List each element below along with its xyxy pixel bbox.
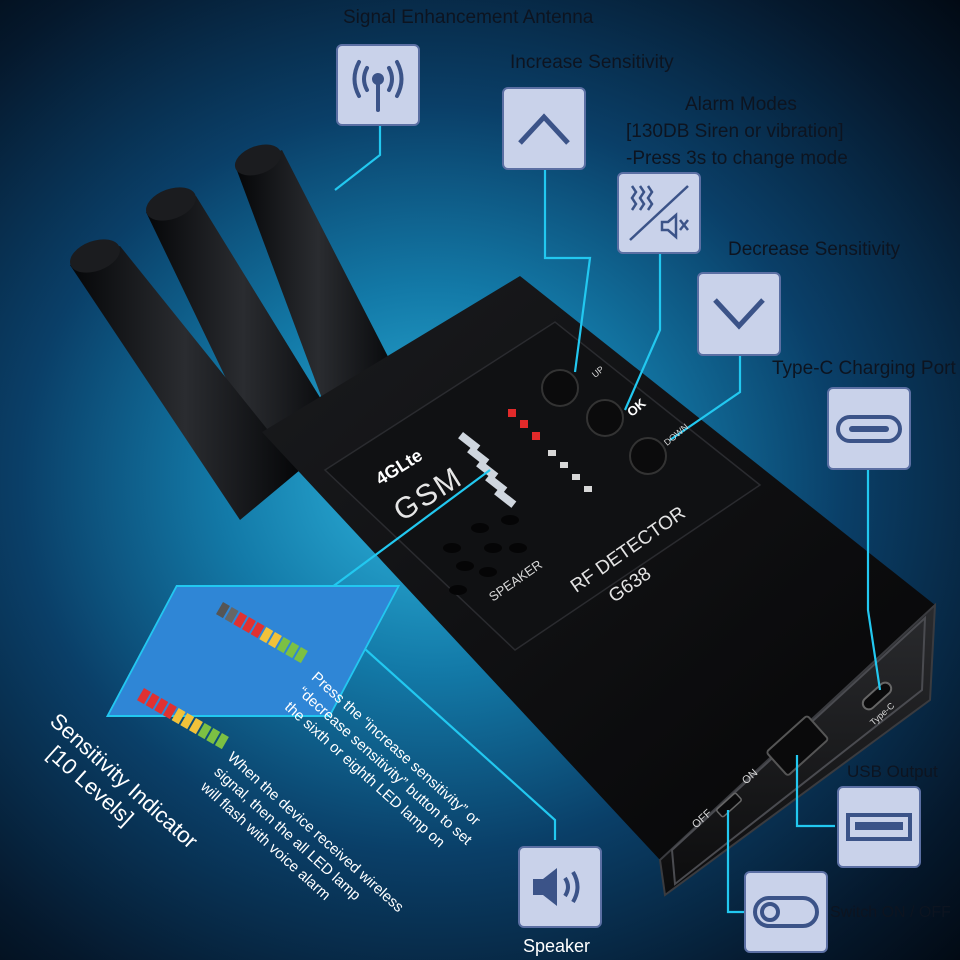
led-indicator-illustration — [137, 602, 308, 750]
chevron-down-icon — [709, 294, 769, 334]
device-ok-button — [586, 399, 624, 437]
alarm-icon-box — [617, 172, 701, 254]
device-down-button — [629, 437, 667, 475]
increase-sensitivity-label: Increase Sensitivity — [510, 52, 674, 73]
toggle-switch-icon — [753, 896, 819, 928]
antenna-icon-box — [336, 44, 420, 126]
vibration-mute-icon — [626, 182, 692, 244]
usb-icon-box — [837, 786, 921, 868]
device-power-switch — [716, 792, 742, 818]
typec-icon-box — [827, 387, 911, 470]
device-led-bars — [458, 409, 592, 508]
speaker-icon-box — [518, 846, 602, 928]
device-up-button — [541, 369, 579, 407]
type-c-port-icon — [835, 414, 903, 444]
speaker-icon — [529, 862, 591, 912]
alarm-modes-line3: -Press 3s to change mode — [626, 148, 848, 169]
chevron-up-icon — [514, 109, 574, 149]
decrease-sensitivity-label: Decrease Sensitivity — [728, 239, 901, 260]
switch-icon-box — [744, 871, 828, 953]
antenna-middle — [146, 187, 340, 470]
switch-label: Switch ON / OFF — [830, 904, 951, 921]
speaker-label: Speaker — [523, 936, 591, 956]
antenna-label: Signal Enhancement Antenna — [343, 7, 594, 28]
device-usb-port — [766, 715, 829, 776]
antenna-icon — [348, 55, 408, 115]
antenna-front — [70, 239, 300, 520]
antenna-back — [234, 144, 400, 420]
increase-icon-box — [502, 87, 586, 170]
usb-port-icon — [846, 813, 912, 841]
decrease-icon-box — [697, 272, 781, 356]
device-typec-port — [861, 681, 893, 711]
alarm-modes-line2: [130DB Siren or vibration] — [626, 121, 844, 142]
usb-output-label: USB Output — [847, 762, 938, 781]
device-speaker-grille — [443, 515, 527, 595]
typec-port-label: Type-C Charging Port — [772, 358, 956, 379]
alarm-modes-title: Alarm Modes — [685, 94, 797, 115]
